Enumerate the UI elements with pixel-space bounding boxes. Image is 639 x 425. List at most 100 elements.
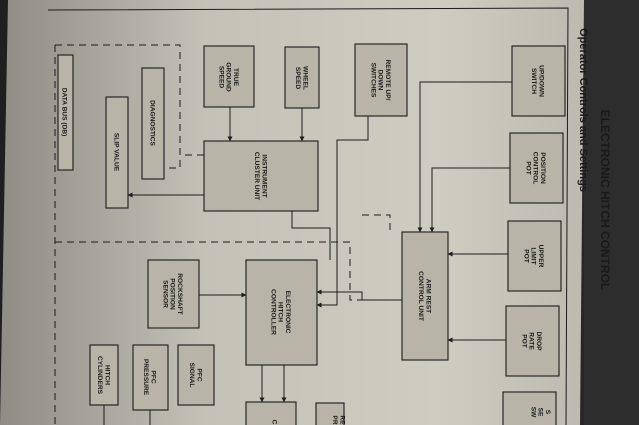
label-line: PFC xyxy=(149,370,156,383)
diagnostics-box xyxy=(141,67,165,180)
label-line: S xyxy=(544,410,551,415)
label-line: CLUSTER UNIT xyxy=(253,152,260,200)
page-margin xyxy=(584,0,639,425)
conn-updown-armrest xyxy=(417,81,512,233)
label-rockshaft-position-sensor: ROCKSHAFTPOSITIONSENSOR xyxy=(162,273,183,314)
partial-right-top-box xyxy=(502,391,557,425)
partial-bottom-re-box xyxy=(315,402,345,425)
label-line: LIMIT xyxy=(530,247,537,264)
label-line: POT xyxy=(525,161,532,175)
label-line: UPPER xyxy=(537,245,544,268)
label-line: INSTRUMENT xyxy=(260,154,267,197)
label-line: PFC xyxy=(195,368,202,381)
label-updown-switch: UP/DOWNSWITCH xyxy=(530,65,544,97)
databus-armrest xyxy=(362,214,391,232)
upper-limit-pot-box xyxy=(507,220,562,292)
label-line: ROCKSHAFT xyxy=(176,273,183,314)
label-line: DIAGNOSTICS xyxy=(149,100,156,146)
label-line: CONTROL UNIT xyxy=(417,271,424,321)
true-ground-speed-box xyxy=(203,45,255,108)
frame-line xyxy=(47,7,569,425)
label-remote-updown-switches: REMOTE UP/DOWNSWITCHES xyxy=(370,59,391,100)
label-electronic-hitch-controller: ELECTRONICHITCHCONTROLLER xyxy=(270,289,291,335)
label-line: DROP xyxy=(535,331,542,351)
label-line: DOWN xyxy=(377,70,384,91)
label-slip-value: SLIP VALUE xyxy=(113,133,120,172)
databus-mid xyxy=(55,241,402,301)
electronic-hitch-controller-box xyxy=(245,259,318,366)
label-line: PR xyxy=(331,415,338,424)
pfc-pressure-box xyxy=(132,344,169,411)
label-diagnostics: DIAGNOSTICS xyxy=(149,100,156,146)
label-line: CONTROL xyxy=(532,152,539,185)
conn-cluster-controller xyxy=(291,211,331,260)
label-line: HITCH xyxy=(277,302,284,322)
databus-diag xyxy=(164,160,181,169)
label-line: SWITCHES xyxy=(370,63,377,98)
label-line: CONTROLLER xyxy=(270,289,277,335)
label-line: POT xyxy=(521,334,528,348)
label-line: PRESSURE xyxy=(142,359,149,396)
title-block: ELECTRONIC HITCH CONTROL Operator Contro… xyxy=(577,28,612,290)
label-line: ARM REST xyxy=(424,279,431,313)
partial-bottom-c-box xyxy=(245,401,297,425)
label-line: SWITCH xyxy=(530,68,537,94)
label-true-ground-speed: TRUEGROUNDSPEED xyxy=(218,62,239,92)
label-wheel-speed: WHEELSPEED xyxy=(294,66,308,90)
label-pfc-pressure: PFCPRESSURE xyxy=(142,359,156,396)
updown-switch-box xyxy=(511,45,566,117)
label-arm-rest-control-unit: ARM RESTCONTROL UNIT xyxy=(417,271,431,321)
drop-rate-pot-box xyxy=(505,305,560,377)
label-line: POSITION xyxy=(539,152,546,184)
label-drop-rate-pot: DROPRATEPOT xyxy=(521,331,542,351)
conn-poscontrol-armrest xyxy=(429,167,510,233)
label-instrument-cluster-unit: INSTRUMENTCLUSTER UNIT xyxy=(253,152,267,200)
hitch-cylinders-box xyxy=(89,344,119,406)
label-line: WHEEL xyxy=(301,66,308,90)
rockshaft-position-sensor-box xyxy=(147,259,200,329)
arm-rest-control-unit-box xyxy=(401,231,449,361)
labels-layer: UP/DOWNSWITCHPOSITIONCONTROLPOTUPPERLIMI… xyxy=(61,59,551,425)
pfc-signal-box xyxy=(177,344,215,406)
label-upper-limit-pot: UPPERLIMITPOT xyxy=(523,245,544,268)
label-line: SW xyxy=(530,407,537,418)
label-line: ELECTRONIC xyxy=(284,291,291,334)
conn-remote-controller xyxy=(316,116,369,308)
label-pfc-signal: PFCSIGNAL xyxy=(188,363,202,388)
label-line: POT xyxy=(523,249,530,263)
remote-updown-switches-box xyxy=(354,43,408,117)
slip-value-box xyxy=(105,96,129,209)
databus-top xyxy=(55,44,204,156)
label-partial-bottom-re: REPR xyxy=(331,415,345,425)
label-line: SPEED xyxy=(218,66,225,89)
instrument-cluster-unit-box xyxy=(203,140,319,212)
label-hitch-cylinders: HITCHCYLINDERS xyxy=(96,356,110,395)
label-line: SLIP VALUE xyxy=(113,133,120,172)
label-line: TRUE xyxy=(232,68,239,87)
label-line: HITCH xyxy=(103,365,110,385)
label-line: SPEED xyxy=(294,67,301,90)
label-line: RE xyxy=(338,415,345,425)
diagram-subtitle: Operator Controls and Settings xyxy=(577,28,589,192)
diagram-title: ELECTRONIC HITCH CONTROL xyxy=(598,110,612,291)
label-partial-bottom-c: C xyxy=(271,420,278,425)
label-line: REMOTE UP/ xyxy=(384,59,391,100)
label-line: GROUND xyxy=(225,62,232,92)
connectors-layer xyxy=(103,81,512,425)
data-bus-box xyxy=(57,54,74,171)
blocks-layer xyxy=(57,43,566,425)
label-line: SENSOR xyxy=(162,280,169,308)
label-line: POSITION xyxy=(169,278,176,310)
label-line: C xyxy=(271,420,278,425)
label-line: CYLINDERS xyxy=(96,356,103,395)
label-line: SIGNAL xyxy=(188,363,195,388)
label-line: SE xyxy=(537,408,544,417)
label-line: DATA BUS (DB) xyxy=(61,88,68,137)
label-position-control-pot: POSITIONCONTROLPOT xyxy=(525,152,546,185)
databus-layer xyxy=(54,44,402,425)
label-line: RATE xyxy=(528,332,535,350)
label-line: UP/DOWN xyxy=(537,65,544,97)
label-data-bus: DATA BUS (DB) xyxy=(61,88,68,137)
